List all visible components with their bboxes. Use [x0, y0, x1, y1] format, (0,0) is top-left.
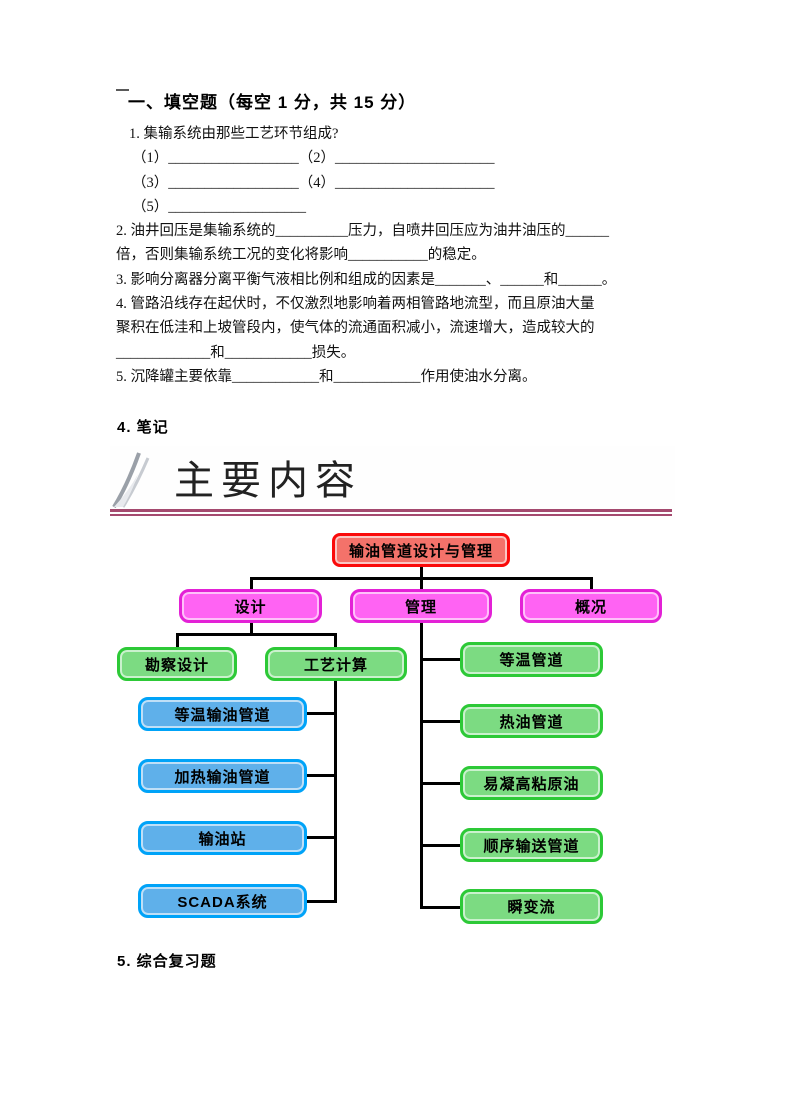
chart-node-label: 热油管道 [499, 713, 564, 731]
chart-node-overview: 概况 [520, 589, 662, 623]
pipeline-org-chart: 输油管道设计与管理 设计 管理 概况 勘察设计 工艺计算 等温输油管道 加热输油… [110, 525, 688, 937]
blank-line: （1）__________________（2）________________… [132, 150, 495, 167]
chart-node-label: 易凝高粘原油 [483, 775, 580, 793]
connector-line [307, 836, 337, 839]
connector-line [420, 906, 460, 909]
chart-node-label: 等温管道 [499, 652, 564, 669]
blank-line: （5）___________________ [132, 198, 306, 215]
question-line: _____________和____________损失。 [116, 344, 356, 361]
blank-line: （3）__________________（4）________________… [132, 174, 495, 191]
chart-node-heated-oil-pipeline: 加热输油管道 [138, 759, 307, 793]
chart-node-label: 顺序输送管道 [483, 837, 580, 855]
connector-line [250, 577, 253, 589]
chart-node-root: 输油管道设计与管理 [332, 533, 510, 567]
connector-line [420, 720, 460, 723]
slide-image: 主要内容 [110, 446, 675, 520]
chart-node-label: 瞬变流 [507, 899, 556, 916]
connector-line [420, 782, 460, 785]
chart-node-design: 设计 [179, 589, 322, 623]
connector-line [420, 844, 460, 847]
connector-line [420, 622, 423, 909]
connector-line [334, 681, 337, 903]
chart-node-label: 概况 [574, 598, 607, 616]
connector-line [420, 577, 423, 589]
connector-line [334, 633, 337, 647]
question-line: 3. 影响分离器分离平衡气液相比例和组成的因素是_______、______和_… [116, 271, 617, 288]
question-line: 聚积在低洼和上坡管段内，使气体的流通面积减小，流速增大，造成较大的 [116, 320, 595, 337]
chart-node-isothermal-oil-pipeline: 等温输油管道 [138, 697, 307, 731]
connector-line [307, 712, 337, 715]
question-line: 1. 集输系统由那些工艺环节组成? [129, 126, 339, 142]
chart-node-isothermal-pipeline: 等温管道 [460, 642, 603, 677]
chart-node-label: 输油管道设计与管理 [348, 542, 493, 560]
question-line: 5. 沉降罐主要依靠____________和____________作用使油水… [116, 368, 537, 385]
connector-line [176, 633, 337, 636]
stray-scan-mark [116, 89, 129, 91]
connector-line [590, 577, 593, 589]
connector-line [176, 633, 179, 647]
review-heading: 5. 综合复习题 [117, 953, 217, 970]
fill-blank-section: 一、填空题（每空 1 分，共 15 分） 1. 集输系统由那些工艺环节组成? （… [116, 88, 686, 389]
connector-line [420, 566, 423, 578]
chart-node-hot-oil-pipeline: 热油管道 [460, 704, 603, 738]
slide-title: 主要内容 [174, 458, 362, 504]
notes-heading: 4. 笔记 [117, 419, 169, 436]
chart-node-congealing-crude: 易凝高粘原油 [460, 766, 603, 800]
chart-node-sequential-transport: 顺序输送管道 [460, 828, 603, 862]
chart-node-label: SCADA系统 [177, 893, 268, 911]
chart-node-survey-design: 勘察设计 [117, 647, 237, 681]
chart-node-process-calculation: 工艺计算 [265, 647, 407, 681]
question-line: 倍，否则集输系统工况的变化将影响___________的稳定。 [116, 247, 486, 264]
chart-node-label: 勘察设计 [144, 656, 209, 674]
chart-node-label: 管理 [404, 598, 437, 616]
section-heading: 一、填空题（每空 1 分，共 15 分） [128, 93, 417, 112]
connector-line [307, 774, 337, 777]
connector-line [420, 658, 460, 661]
chart-node-scada-system: SCADA系统 [138, 884, 307, 918]
chart-node-oil-pump-station: 输油站 [138, 821, 307, 855]
chart-node-label: 输油站 [198, 830, 247, 848]
connector-line [250, 622, 253, 634]
chart-node-transient-flow: 瞬变流 [460, 889, 603, 924]
chart-node-management: 管理 [350, 589, 492, 623]
chart-node-label: 加热输油管道 [174, 768, 271, 786]
chart-node-label: 等温输油管道 [174, 706, 271, 724]
slide-divider [110, 509, 672, 512]
slide-divider [110, 514, 672, 516]
quill-swoosh-icon [112, 452, 150, 508]
question-line: 4. 管路沿线存在起伏时，不仅激烈地影响着两相管路地流型，而且原油大量 [116, 296, 595, 313]
connector-line [307, 900, 337, 903]
question-line: 2. 油井回压是集输系统的__________压力，自喷井回压应为油井油压的__… [116, 223, 609, 240]
chart-node-label: 工艺计算 [303, 656, 368, 674]
chart-node-label: 设计 [234, 598, 267, 616]
